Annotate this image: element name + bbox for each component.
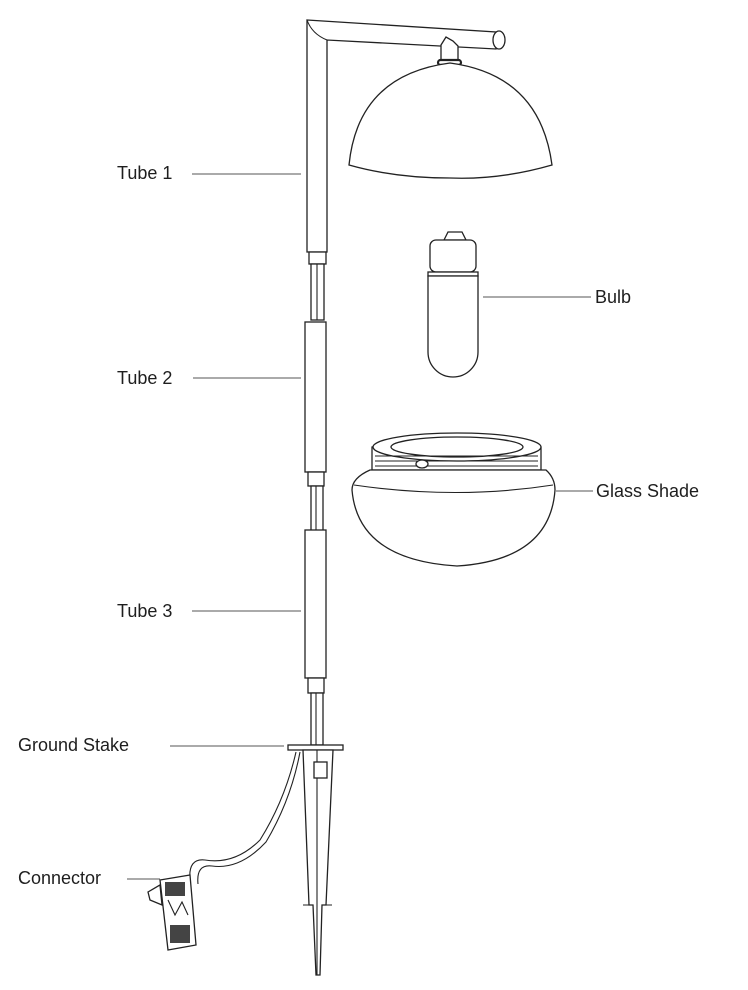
bulb-label: Bulb [595,287,632,307]
connector-part [147,751,301,951]
tube-2-label: Tube 2 [117,368,173,388]
tube-1-label: Tube 1 [117,163,173,183]
dome-shade-part [348,62,553,179]
tube-1-part [306,19,506,321]
ground-stake-label: Ground Stake [18,735,130,755]
tube-3-part [304,529,327,746]
glass-shade-label: Glass Shade [596,481,700,501]
glass-shade-part [351,432,556,567]
ground-stake-part [287,744,344,976]
tube-2-part [304,321,327,533]
tube-3-label: Tube 3 [117,601,173,621]
connector-label: Connector [18,868,102,888]
bulb-part [427,231,479,378]
